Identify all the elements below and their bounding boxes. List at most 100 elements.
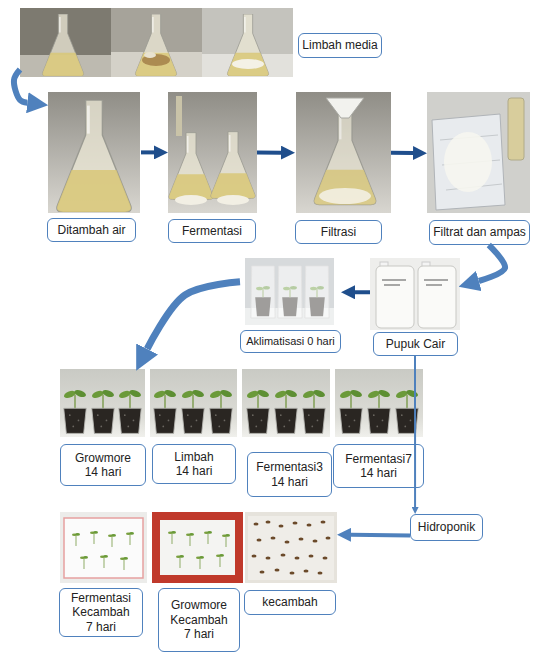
photo-part: [186, 533, 194, 546]
photo-part: [181, 389, 205, 434]
process-step: Fermentasi7 14 hari: [333, 369, 424, 488]
photo-part: [257, 538, 262, 541]
step-label: Ditambah air: [57, 223, 125, 237]
photo-part: [211, 132, 255, 199]
process-step: Limbah 14 hari: [150, 369, 237, 485]
flow-arrow: [257, 150, 281, 154]
photo-part: [293, 521, 298, 524]
step-label: Filtrat dan ampas: [433, 225, 526, 239]
photo-part: [319, 188, 371, 204]
photo-part: [278, 266, 302, 318]
flow-arrow: [14, 70, 27, 103]
photo-part: [418, 266, 456, 328]
process-step: Hidroponik: [410, 514, 483, 541]
photo-part: [326, 536, 331, 539]
photo-part: [232, 59, 264, 69]
process-step: Filtrasi: [295, 92, 391, 244]
step-label: Fermentasi: [182, 224, 242, 238]
photo-part: [126, 532, 134, 545]
photo-part: [299, 537, 304, 540]
photo-part: [266, 556, 271, 559]
photo-part: [202, 8, 293, 77]
photo-part: [275, 568, 280, 571]
photo-part: [20, 8, 111, 77]
photo-part: [153, 389, 177, 434]
photo-part: [168, 531, 176, 544]
photo-part: [309, 554, 314, 557]
process-step: Aklimatisasi 0 hari: [240, 258, 341, 353]
photo-pupuk-cair: [370, 258, 460, 330]
photo-part: [246, 389, 270, 434]
label-box: Growmore 14 hari: [60, 444, 146, 486]
label-box: Limbah media: [298, 33, 382, 58]
photo-growmore-14: [60, 369, 145, 437]
flow-arrow: [414, 356, 416, 507]
process-step: Fermentasi Kecambah 7 hari: [59, 512, 147, 637]
photo-part: [370, 258, 460, 330]
step-label: Aklimatisasi 0 hari: [246, 335, 335, 348]
process-step: Limbah media: [20, 8, 382, 78]
label-box: kecambah: [244, 590, 336, 615]
connectors: [14, 70, 505, 536]
step-label: Limbah 14 hari: [169, 450, 219, 479]
photo-part: [175, 195, 207, 205]
photo-part: [302, 389, 326, 434]
process-step: kecambah: [244, 512, 337, 615]
photo-part: [176, 555, 184, 568]
label-box: Aklimatisasi 0 hari: [240, 330, 341, 353]
photo-part: [80, 556, 88, 569]
photo-part: [427, 92, 530, 213]
photo-growmore-kecambah: [152, 512, 243, 583]
photo-part: [508, 98, 524, 160]
flow-arrow: [479, 245, 505, 281]
label-box: Limbah 14 hari: [152, 444, 236, 484]
photo-part: [251, 266, 275, 318]
photo-part: [100, 555, 108, 568]
photo-part: [290, 571, 295, 574]
photo-part: [48, 92, 140, 213]
photo-part: [274, 389, 298, 434]
photo-part: [245, 258, 334, 325]
photo-part: [260, 570, 265, 573]
photo-part: [323, 556, 328, 559]
photo-part: [318, 571, 323, 574]
flow-arrow: [355, 290, 370, 294]
photo-part: [252, 554, 257, 557]
photo-part: [209, 389, 233, 434]
photo-part: [90, 531, 98, 544]
photo-part: [382, 280, 448, 285]
photo-limbah-14: [150, 369, 237, 437]
step-label: Growmore Kecambah 7 hari: [168, 598, 230, 641]
photo-part: [176, 96, 182, 136]
photo-limbah-media: [20, 8, 293, 77]
photo-part: [281, 553, 286, 556]
photo-part: [204, 531, 212, 544]
photo-part: [252, 520, 331, 574]
photo-part: [313, 539, 318, 542]
photo-part: [222, 534, 230, 547]
process-step: Fermentasi: [168, 92, 257, 243]
photo-part: [285, 540, 290, 543]
photo-part: [305, 266, 329, 318]
photo-part: [72, 533, 80, 546]
process-step: Filtrat dan ampas: [427, 92, 530, 245]
process-step: Growmore 14 hari: [60, 369, 146, 486]
step-label: Filtrasi: [321, 225, 356, 239]
photo-part: [376, 266, 414, 328]
flow-arrow: [351, 533, 410, 538]
photo-part: [111, 8, 202, 77]
photo-part: [120, 557, 128, 570]
photo-part: [217, 195, 249, 205]
step-label: kecambah: [262, 595, 317, 609]
label-box: Fermentasi7 14 hari: [333, 444, 424, 488]
photo-part: [135, 14, 176, 76]
photo-part: [314, 111, 376, 204]
label-box: Pupuk Cair: [373, 332, 458, 356]
photo-part: [57, 100, 131, 212]
photo-part: [245, 512, 337, 583]
label-box: Hidroponik: [410, 514, 483, 541]
process-step: Pupuk Cair: [370, 258, 460, 356]
step-label: Hidroponik: [418, 520, 475, 534]
photo-part: [152, 512, 243, 583]
